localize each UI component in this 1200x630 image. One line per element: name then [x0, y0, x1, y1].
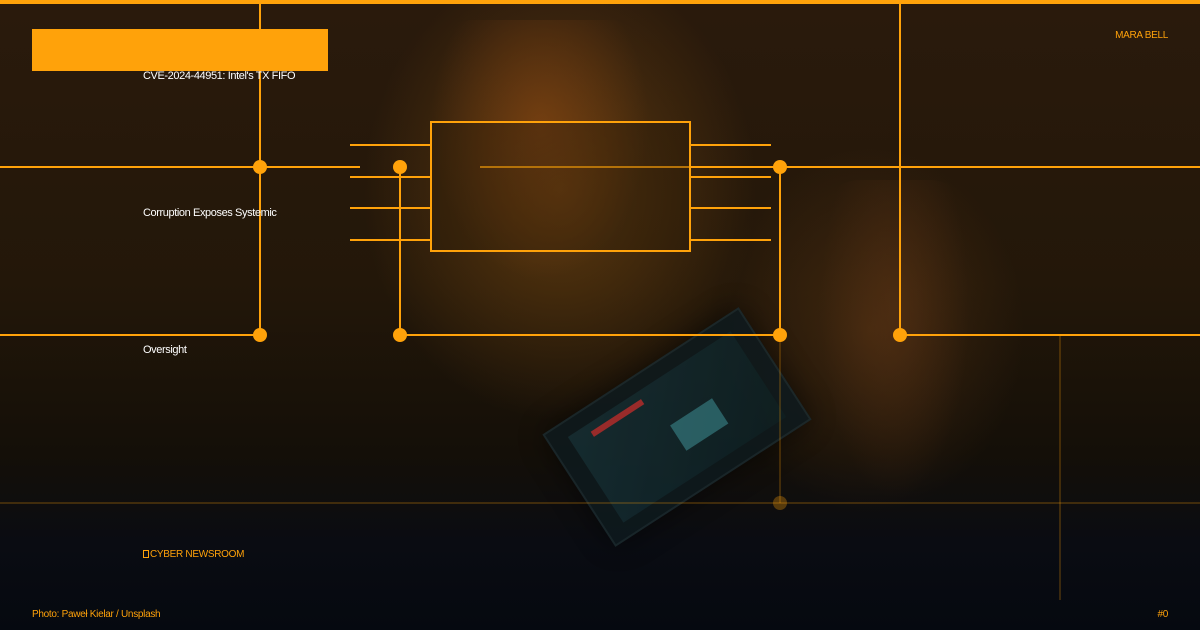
circuit-node: [893, 328, 907, 342]
headline-line-3: Oversight: [143, 344, 187, 356]
brand-label: CYBER NEWSROOM: [150, 549, 245, 560]
circuit-node: [393, 160, 407, 174]
accent-block: [32, 29, 328, 71]
brand: CYBER NEWSROOM: [143, 549, 244, 560]
circuit-node: [393, 328, 407, 342]
circuit-node: [773, 328, 787, 342]
card-index: #0: [1157, 609, 1168, 620]
headline-line-1: CVE-2024-44951: Intel's TX FIFO: [143, 70, 296, 82]
circuit-node: [253, 328, 267, 342]
photo-credit: Photo: Paweł Kielar / Unsplash: [32, 609, 161, 620]
circuit-node: [773, 160, 787, 174]
headline-line-2: Corruption Exposes Systemic: [143, 207, 277, 219]
top-accent-bar: [0, 0, 1200, 4]
chip-outline: [430, 121, 691, 252]
faded-circuit-node: [773, 496, 787, 510]
circuit-node: [253, 160, 267, 174]
shield-icon: [143, 550, 149, 558]
author-name: MARA BELL: [1115, 30, 1168, 41]
